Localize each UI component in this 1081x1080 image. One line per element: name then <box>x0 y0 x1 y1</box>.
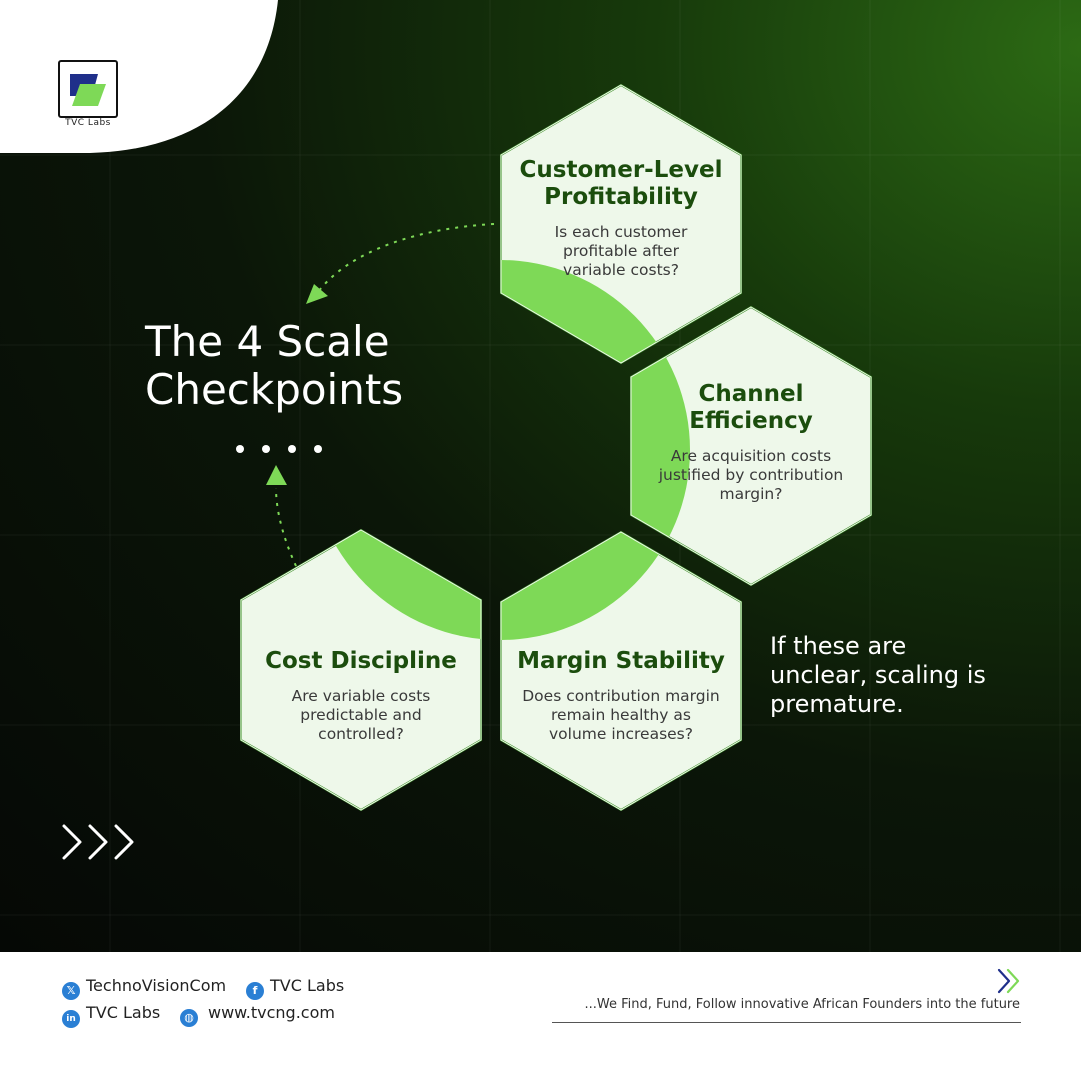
logo-text: TVC Labs <box>65 118 111 128</box>
dashed-arrow-bottom <box>266 465 297 567</box>
logo-mark <box>70 74 106 106</box>
checkpoint-question: Is each customer profitable after variab… <box>554 223 688 279</box>
title-line-2: Checkpoints <box>145 365 404 414</box>
social-linkedin-label: TVC Labs <box>86 1003 161 1022</box>
corner-shape <box>0 0 278 153</box>
facebook-icon: f <box>246 982 264 1000</box>
social-linkedin[interactable]: in TVC Labs <box>62 1003 160 1028</box>
aside-note: If these are unclear, scaling is prematu… <box>770 632 986 718</box>
page-title: The 4 Scale Checkpoints <box>145 318 445 414</box>
x-icon: 𝕏 <box>62 982 80 1000</box>
checkpoint-margin-stability: Margin Stability Does contribution margi… <box>511 648 731 744</box>
checkpoint-question: Does contribution margin remain healthy … <box>522 687 720 743</box>
social-x-label: TechnoVisionCom <box>86 976 227 995</box>
social-website[interactable]: ◍ www.tvcng.com <box>180 1003 335 1027</box>
dashed-arrow-top <box>306 223 495 304</box>
tagline: ...We Find, Fund, Follow innovative Afri… <box>584 997 1020 1012</box>
footer-divider <box>552 1022 1021 1023</box>
social-facebook-label: TVC Labs <box>270 976 345 995</box>
poster-canvas: TVC Labs The 4 Scale Checkpoints Custome… <box>0 0 1081 952</box>
double-chevron-icon <box>997 968 1020 994</box>
title-line-1: The 4 Scale <box>145 317 390 366</box>
checkpoint-question: Are variable costs predictable and contr… <box>291 687 431 743</box>
triple-chevron-icon <box>62 824 134 860</box>
linkedin-icon: in <box>62 1010 80 1028</box>
checkpoint-heading: Cost Discipline <box>265 648 457 674</box>
social-x[interactable]: 𝕏 TechnoVisionCom <box>62 976 226 1000</box>
globe-icon: ◍ <box>180 1009 198 1027</box>
checkpoint-question: Are acquisition costs justified by contr… <box>658 447 844 503</box>
social-facebook[interactable]: f TVC Labs <box>246 976 344 1000</box>
tvc-labs-logo: TVC Labs <box>58 60 118 130</box>
checkpoint-cost-discipline: Cost Discipline Are variable costs predi… <box>256 648 466 744</box>
dots-divider <box>236 438 340 453</box>
checkpoint-heading: Margin Stability <box>517 648 725 674</box>
hexagon-diagram <box>0 0 872 812</box>
social-website-label: www.tvcng.com <box>208 1003 335 1022</box>
